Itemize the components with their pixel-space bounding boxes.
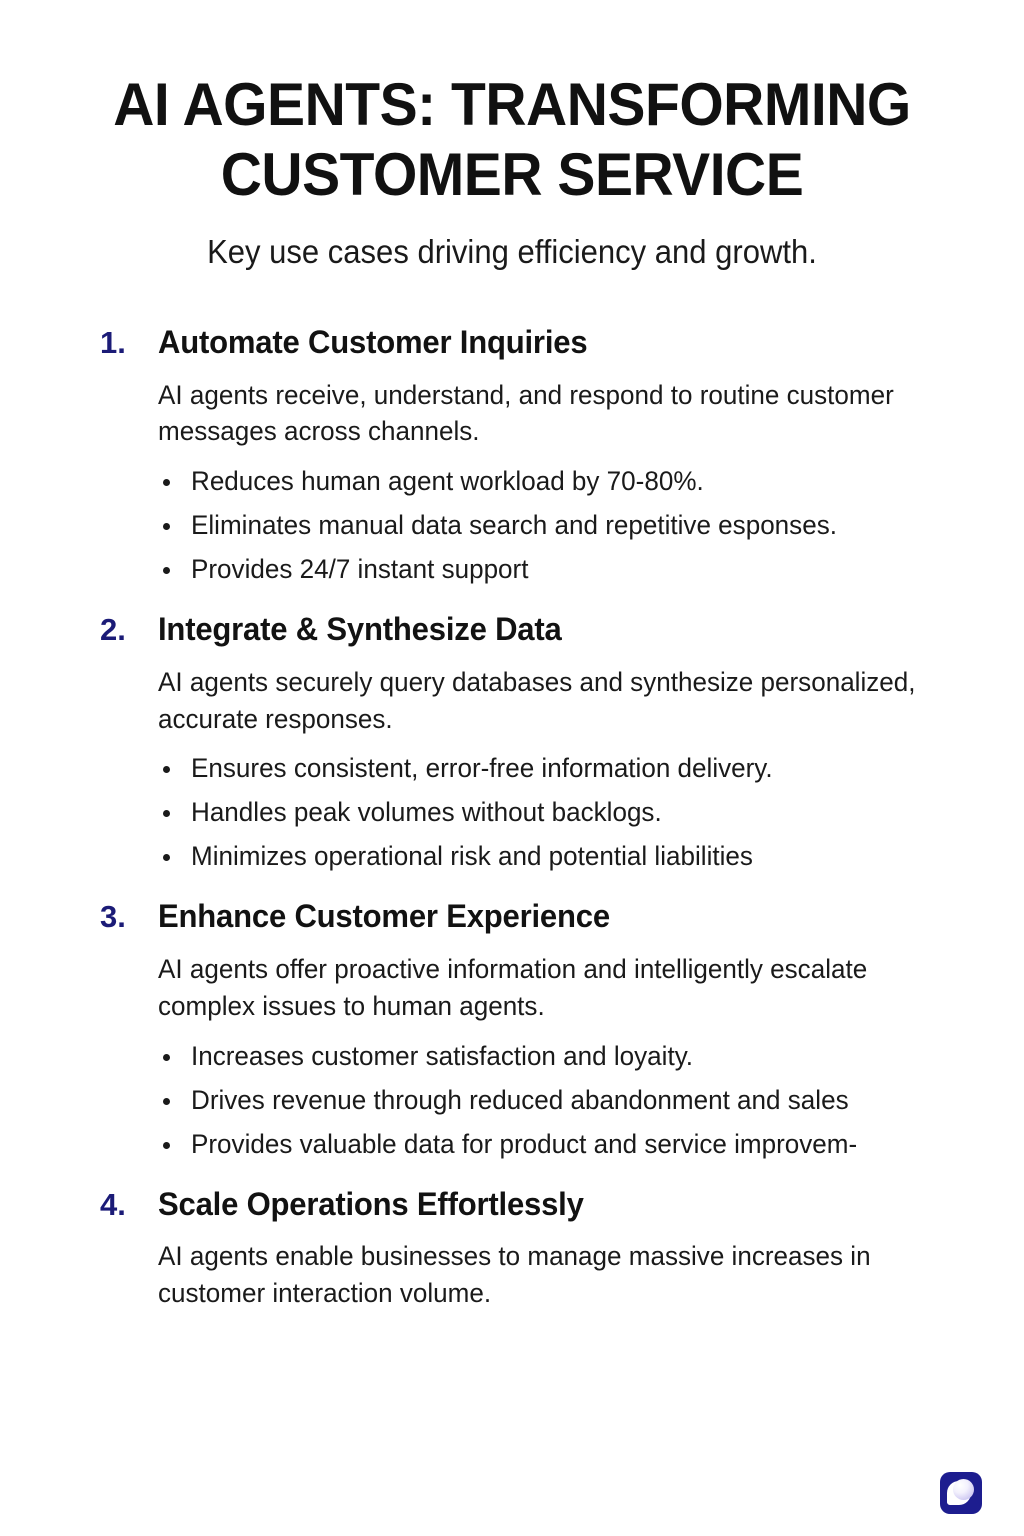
- page-subtitle: Key use cases driving efficiency and gro…: [207, 233, 817, 271]
- section-description: AI agents securely query databases and s…: [158, 666, 916, 734]
- bullet-text: Provides valuable data for product and s…: [191, 1128, 858, 1159]
- section-heading: 2. Integrate & Synthesize Data: [100, 609, 984, 650]
- bullet-text: Reduces human agent workload by 70-80%.: [191, 466, 704, 497]
- bullet-text: Drives revenue through reduced abandonme…: [191, 1084, 849, 1115]
- section-item: 4. Scale Operations Effortlessly AI agen…: [100, 1184, 984, 1312]
- logo-sphere-shape: [953, 1479, 974, 1500]
- sections-list: 1. Automate Customer Inquiries AI agents…: [0, 322, 1024, 1312]
- section-heading: 4. Scale Operations Effortlessly: [100, 1184, 984, 1225]
- list-item: Reduces human agent workload by 70-80%.: [163, 468, 984, 495]
- sphere-crescent-logo-icon: [940, 1472, 982, 1514]
- section-item: 3. Enhance Customer Experience AI agents…: [100, 896, 984, 1157]
- section-body: AI agents offer proactive information an…: [158, 951, 984, 1157]
- header: AI AGENTS: TRANSFORMING CUSTOMER SERVICE…: [0, 0, 1024, 272]
- section-title: Integrate & Synthesize Data: [158, 611, 562, 648]
- list-item: Increases customer satisfaction and loya…: [163, 1040, 984, 1071]
- bullet-text: Minimizes operational risk and potential…: [191, 841, 753, 872]
- section-description: AI agents enable businesses to manage ma…: [158, 1241, 871, 1308]
- bullet-text: Eliminates manual data search and repeti…: [191, 510, 837, 541]
- section-number: 2.: [100, 612, 126, 648]
- list-item: Provides valuable data for product and s…: [163, 1128, 984, 1159]
- list-item: Eliminates manual data search and repeti…: [163, 512, 984, 539]
- bullet-text: Ensures consistent, error-free informati…: [191, 753, 773, 784]
- section-body: AI agents securely query databases and s…: [158, 664, 984, 870]
- bullet-dot-icon: [163, 766, 170, 774]
- bullet-dot-icon: [163, 567, 170, 575]
- section-bullet-list: Increases customer satisfaction and loya…: [158, 1040, 984, 1159]
- list-item: Provides 24/7 instant support: [163, 556, 984, 583]
- section-heading: 1. Automate Customer Inquiries: [100, 322, 984, 363]
- section-body: AI agents receive, understand, and respo…: [158, 377, 984, 583]
- page-title: AI AGENTS: TRANSFORMING CUSTOMER SERVICE: [113, 71, 911, 209]
- section-item: 2. Integrate & Synthesize Data AI agents…: [100, 609, 984, 870]
- section-description: AI agents receive, understand, and respo…: [158, 379, 894, 447]
- section-heading: 3. Enhance Customer Experience: [100, 896, 984, 937]
- section-description: AI agents offer proactive information an…: [158, 954, 868, 1021]
- bullet-dot-icon: [163, 854, 170, 862]
- section-number: 4.: [100, 1186, 126, 1222]
- section-item: 1. Automate Customer Inquiries AI agents…: [100, 322, 984, 583]
- bullet-text: Increases customer satisfaction and loya…: [191, 1040, 694, 1071]
- bullet-text: Handles peak volumes without backlogs.: [191, 797, 662, 828]
- list-item: Handles peak volumes without backlogs.: [163, 799, 984, 826]
- bullet-dot-icon: [163, 1141, 170, 1149]
- bullet-dot-icon: [163, 479, 170, 487]
- list-item: Ensures consistent, error-free informati…: [163, 755, 984, 782]
- section-title: Scale Operations Effortlessly: [158, 1185, 584, 1222]
- bullet-dot-icon: [163, 1097, 170, 1105]
- list-item: Drives revenue through reduced abandonme…: [163, 1084, 984, 1115]
- section-title: Enhance Customer Experience: [158, 898, 610, 935]
- bullet-dot-icon: [163, 1053, 170, 1061]
- bullet-dot-icon: [163, 523, 170, 531]
- section-number: 1.: [100, 324, 126, 360]
- section-number: 3.: [100, 899, 126, 935]
- section-body: AI agents enable businesses to manage ma…: [158, 1238, 984, 1311]
- section-bullet-list: Reduces human agent workload by 70-80%. …: [158, 468, 984, 583]
- bullet-dot-icon: [163, 810, 170, 818]
- section-title: Automate Customer Inquiries: [158, 323, 588, 360]
- list-item: Minimizes operational risk and potential…: [163, 843, 984, 870]
- section-bullet-list: Ensures consistent, error-free informati…: [158, 755, 984, 870]
- bullet-text: Provides 24/7 instant support: [191, 554, 529, 585]
